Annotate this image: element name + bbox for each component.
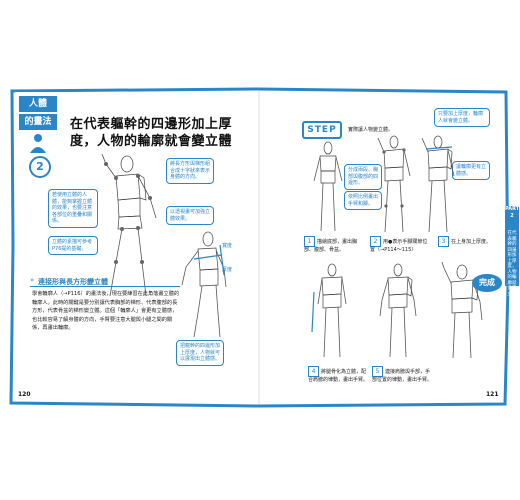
step-label: STEP — [302, 121, 342, 139]
mannequin-figure-secondary — [181, 231, 227, 338]
note-fig1-side: 分成兩段、胸部與腹部的四邊形。 — [344, 164, 382, 190]
step-number-5: 5 — [372, 366, 383, 377]
step2-figure — [377, 135, 411, 233]
person-icon — [30, 134, 46, 153]
complete-badge: 完成 — [472, 274, 502, 292]
note-fig2-side: 依照比例畫出手臂和腳。 — [344, 191, 382, 210]
side-tab-label: PART 2 — [505, 206, 520, 219]
step-text-5: 連接肩膀與手部，手部位置的律動，畫出手臂。 — [372, 369, 433, 383]
note-mid-right: 以透視畫可加強立體效果。 — [166, 206, 214, 225]
page-frame — [9, 87, 510, 408]
note-left-bottom: 立體的素描可參考P76提的基礎。 — [48, 236, 98, 255]
note-left-top: 若使用立體的人體，能夠掌握立體的效果，也要注意各部位的重疊和關係。 — [48, 189, 98, 228]
book-spread: 人體 的畫法 2 在代表軀幹的四邊形加上厚 度，人物的輪廓就會變立體 若使用立體… — [8, 86, 519, 409]
step-text-4: 將腿骨化為立體，配合肩膀的律動，畫出手臂。 — [308, 369, 369, 383]
step-text-1: 描繪底部，畫出胸部、腹部、骨盆。 — [304, 239, 358, 253]
section-heading: 連接形與長方形變立體 — [38, 278, 108, 286]
step-intro: 實際讓人物變立體。 — [348, 127, 394, 133]
chapter-tag: 人體 的畫法 2 — [15, 92, 61, 182]
note-fig3-side: 讓輪廓更有立體感。 — [452, 161, 490, 180]
section-heading-marker: » — [30, 276, 35, 284]
note-lower-right: 把軀幹的四邊形加上厚度，人物就可以展現出立體感。 — [176, 340, 224, 366]
page-number-left: 120 — [18, 391, 31, 398]
mannequin-figure-main — [101, 154, 157, 297]
step-text-3: 在上身加上厚度。 — [451, 239, 492, 245]
step-number-4: 4 — [308, 366, 319, 377]
side-tab — [505, 206, 519, 286]
step-number-3: 3 — [438, 236, 449, 247]
section-divider — [30, 286, 180, 287]
step-number-1: 1 — [304, 236, 315, 247]
page-number-right: 121 — [486, 391, 499, 398]
chapter-number: 2 — [29, 156, 51, 178]
side-tab-text: 在代表軀幹的四邊形加上厚度，人物的輪廓就會變立體 — [507, 231, 517, 297]
note-top-right: 只要加上厚度，輪廓人就會變立體。 — [434, 108, 490, 127]
page-title-line-2: 度，人物的輪廓就會變立體 — [70, 134, 233, 149]
chapter-sublabel: 的畫法 — [19, 114, 57, 130]
step5-figure — [379, 263, 417, 358]
arrow-label-width: 寬度 — [222, 243, 233, 249]
chapter-label: 人體 — [19, 96, 57, 112]
arrow-label-thickness: 厚度 — [222, 267, 233, 273]
step1-figure — [313, 141, 343, 232]
step4-figure — [311, 263, 347, 358]
body-text: 學會輪廓人（→P116）的畫法後，現在要練習在此角落畫立體的輪廓人。此時的關鍵是… — [32, 291, 180, 331]
step3-figure — [421, 135, 455, 233]
page-title-line-1: 在代表軀幹的四邊形加上厚 — [70, 117, 233, 132]
step-number-2: 2 — [370, 236, 381, 247]
step-text-2: 用●表示手腳關節位置（→P114～115） — [370, 239, 428, 253]
note-mid-top: 將長方形與梯形組合成十字狀來表示身體的方向。 — [166, 158, 214, 184]
